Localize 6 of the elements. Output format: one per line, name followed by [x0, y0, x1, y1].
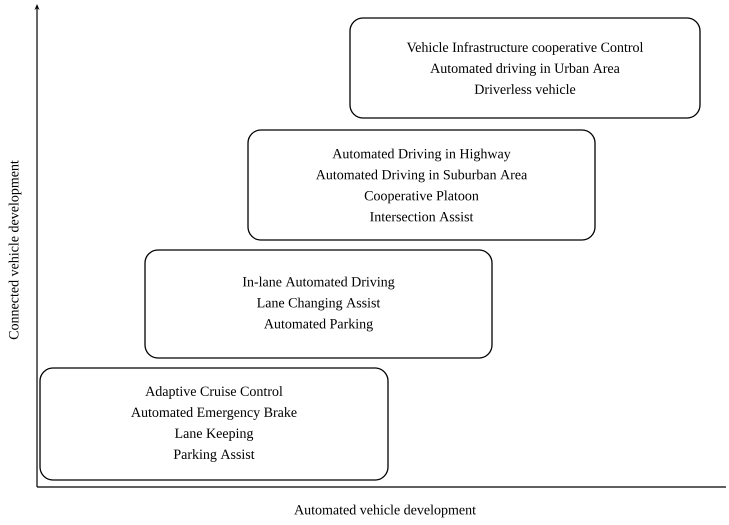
- axis-label: Connected vehicle development: [8, 160, 22, 340]
- feature-box: Adaptive Cruise Control Automated Emergency Brake Lane Keeping Parking Assist: [39, 367, 389, 481]
- feature-box: In-lane Automated Driving Lane Changing Assist Automated Parking: [144, 249, 493, 359]
- feature-box: Vehicle Infrastructure cooperative Control Automated driving in Urban Area Driverless vehicle: [349, 17, 701, 119]
- feature-box: Automated Driving in Highway Automated Driving in Suburban Area Cooperative Platoon Intersection Assist: [247, 129, 596, 241]
- axis-label: Automated vehicle development: [294, 504, 476, 518]
